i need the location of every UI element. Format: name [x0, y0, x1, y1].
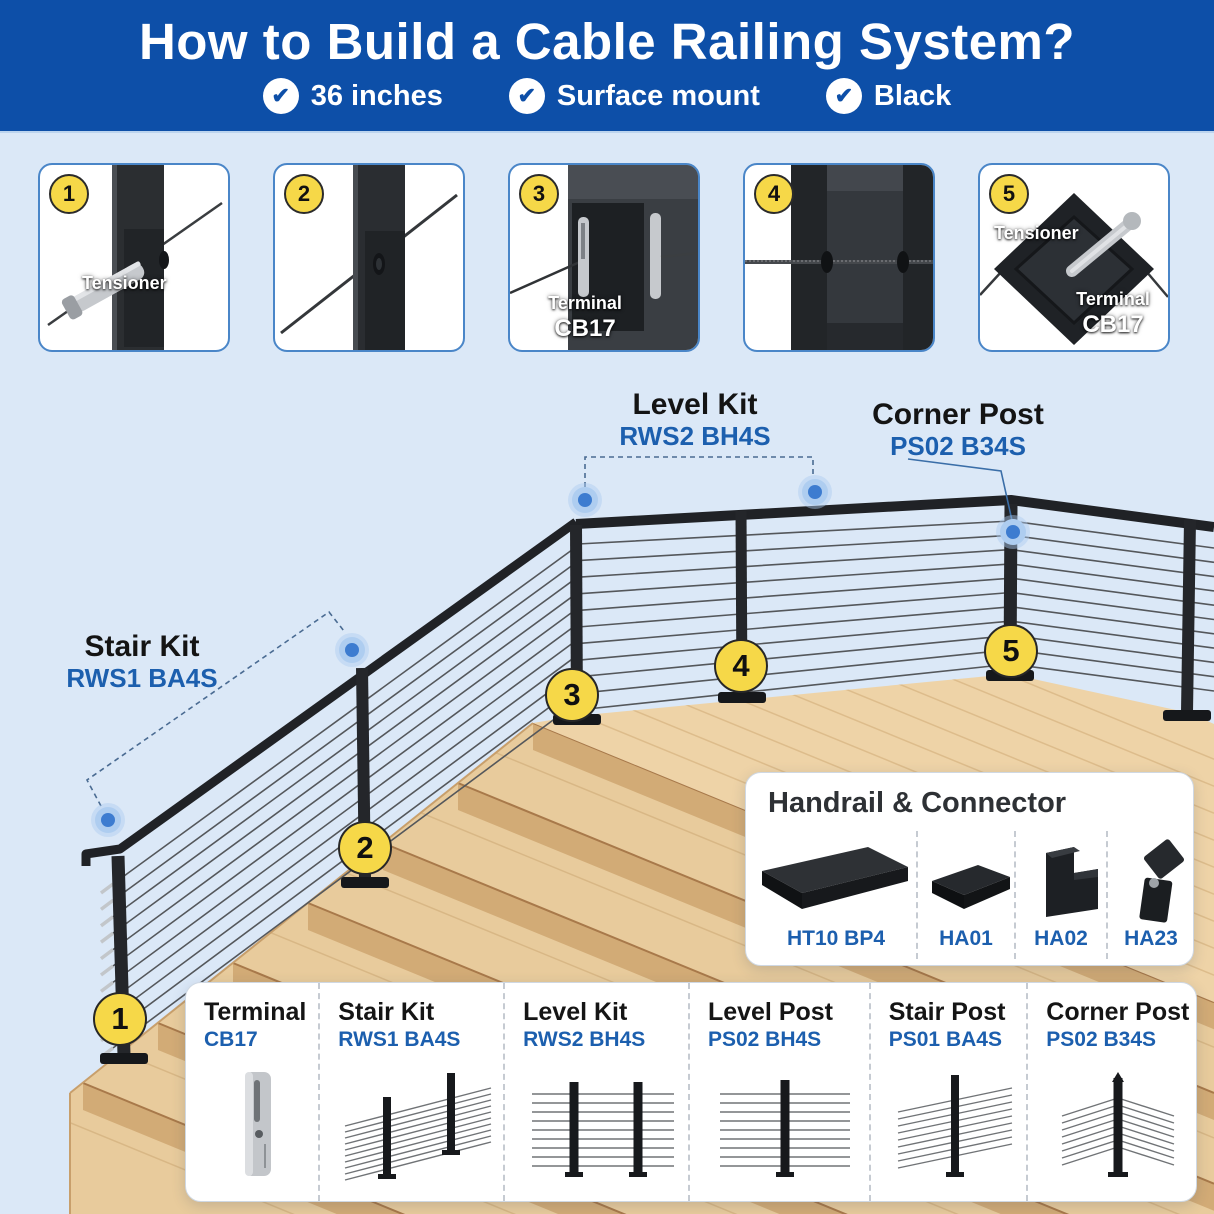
threaded-cable-photo	[745, 165, 933, 350]
tensioner-photo	[47, 165, 223, 350]
product-level-post: Level Post PS02 BH4S	[687, 983, 869, 1201]
level-post-image	[708, 1052, 863, 1197]
stair-kit-callout: Stair Kit RWS1 BA4S	[32, 630, 252, 693]
step-card-3: 3 Terminal CB17	[508, 163, 700, 352]
handrail-model: HT10 BP4	[786, 927, 886, 950]
feature-height: ✔ 36 inches	[262, 78, 443, 114]
handrail-items: HT10 BP4 HA01 HA02	[756, 831, 1185, 959]
product-name: Corner Post	[1046, 998, 1190, 1026]
product-stair-post: Stair Post PS01 BA4S	[868, 983, 1027, 1201]
step-card-2: 2	[273, 163, 465, 352]
product-name: Stair Post	[888, 998, 1006, 1026]
terminal-photo	[510, 165, 698, 350]
stair-kit-title: Stair Kit	[84, 630, 200, 663]
level-kit-callout: Level Kit RWS2 BH4S	[585, 388, 805, 451]
post-badge-5: 5	[984, 624, 1038, 678]
corner-post-top-photo	[980, 193, 1168, 345]
level-kit-title: Level Kit	[632, 388, 758, 421]
handrail-item: HT10 BP4	[756, 831, 916, 959]
card-number-badge: 4	[754, 174, 794, 214]
check-icon: ✔	[508, 78, 545, 114]
product-model: PS01 BA4S	[888, 1028, 1002, 1052]
marker-dot	[95, 807, 121, 833]
level-kit-art	[531, 1081, 674, 1177]
tensioner-label: Tensioner	[82, 273, 167, 293]
step-card-1: 1 Tensioner	[38, 163, 230, 352]
step-card-4: 4	[743, 163, 935, 352]
product-model: CB17	[204, 1028, 258, 1052]
level-kit-image	[523, 1052, 682, 1197]
product-stair-kit: Stair Kit RWS1 BA4S	[318, 983, 503, 1201]
handrail-bar-image	[762, 847, 908, 909]
post-badge-3: 3	[545, 668, 599, 722]
corner-post-title: Corner Post	[872, 398, 1044, 431]
header-banner: How to Build a Cable Railing System? ✔ 3…	[0, 0, 1214, 133]
stair-kit-image	[338, 1052, 497, 1197]
marker-dot	[802, 479, 828, 505]
connector-ha02-image	[1046, 847, 1098, 917]
feature-color: ✔ Black	[825, 78, 952, 114]
post-badge-2: 2	[338, 821, 392, 875]
level-kit-model: RWS2 BH4S	[619, 420, 771, 451]
stair-kit-model: RWS1 BA4S	[66, 662, 218, 693]
stair-post-image	[889, 1052, 1021, 1197]
corner-post-model: PS02 B34S	[890, 430, 1026, 461]
connector-ha01-image	[932, 865, 1010, 909]
cable-through-post-photo	[280, 165, 458, 350]
corner-post-callout: Corner Post PS02 B34S	[838, 398, 1078, 461]
stair-kit-art	[344, 1072, 491, 1181]
terminal-label: Terminal	[1076, 289, 1150, 309]
product-model: PS02 BH4S	[707, 1028, 822, 1052]
terminal-image	[204, 1052, 312, 1197]
terminal-label: Terminal	[548, 293, 622, 313]
connector-model: HA01	[939, 927, 993, 950]
corner-post-image	[1046, 1052, 1190, 1197]
feature-label: 36 inches	[310, 79, 443, 112]
product-name: Level Post	[707, 998, 834, 1026]
connector-model: HA02	[1034, 927, 1088, 950]
handrail-panel-title: Handrail & Connector	[768, 787, 1067, 819]
card-number-badge: 2	[284, 174, 324, 214]
feature-list: ✔ 36 inches ✔ Surface mount ✔ Black	[0, 78, 1214, 114]
marker-dot	[1000, 519, 1026, 545]
product-terminal: Terminal CB17	[186, 983, 318, 1201]
products-panel: Terminal CB17 Stair Kit RWS1 BA4S	[185, 982, 1197, 1202]
connector-ha23-image	[1139, 839, 1185, 923]
card-number-badge: 5	[989, 174, 1029, 214]
feature-label: Black	[873, 79, 952, 112]
product-model: RWS1 BA4S	[338, 1028, 461, 1052]
post-badge-4: 4	[714, 639, 768, 693]
check-icon: ✔	[262, 78, 299, 114]
marker-dot	[339, 637, 365, 663]
terminal-model-label: CB17	[1082, 311, 1144, 338]
stair-post-art	[897, 1074, 1012, 1177]
card-number-badge: 1	[49, 174, 89, 214]
handrail-connector-panel: Handrail & Connector HT10 BP4 HA01	[745, 772, 1194, 966]
corner-post-art	[1061, 1071, 1175, 1177]
check-icon: ✔	[825, 78, 862, 114]
product-name: Level Kit	[523, 998, 628, 1026]
marker-dot	[572, 487, 598, 513]
feature-label: Surface mount	[556, 79, 760, 112]
page-title: How to Build a Cable Railing System?	[138, 13, 1076, 70]
handrail-item: HA23	[1106, 831, 1194, 959]
product-name: Terminal	[204, 998, 307, 1026]
product-corner-post: Corner Post PS02 B34S	[1026, 983, 1196, 1201]
tensioner-label: Tensioner	[994, 223, 1079, 243]
level-post-art	[720, 1079, 851, 1177]
card-number-badge: 3	[519, 174, 559, 214]
feature-mount: ✔ Surface mount	[508, 78, 760, 114]
terminal-model-label: CB17	[554, 315, 616, 342]
post-badge-1: 1	[93, 992, 147, 1046]
handrail-item: HA01	[916, 831, 1014, 959]
product-level-kit: Level Kit RWS2 BH4S	[503, 983, 688, 1201]
handrail-item: HA02	[1014, 831, 1106, 959]
step-card-5: 5 Tensioner Terminal CB17	[978, 163, 1170, 352]
product-model: PS02 B34S	[1046, 1028, 1157, 1052]
connector-model: HA23	[1124, 927, 1178, 950]
product-name: Stair Kit	[338, 998, 435, 1026]
product-model: RWS2 BH4S	[523, 1028, 646, 1052]
